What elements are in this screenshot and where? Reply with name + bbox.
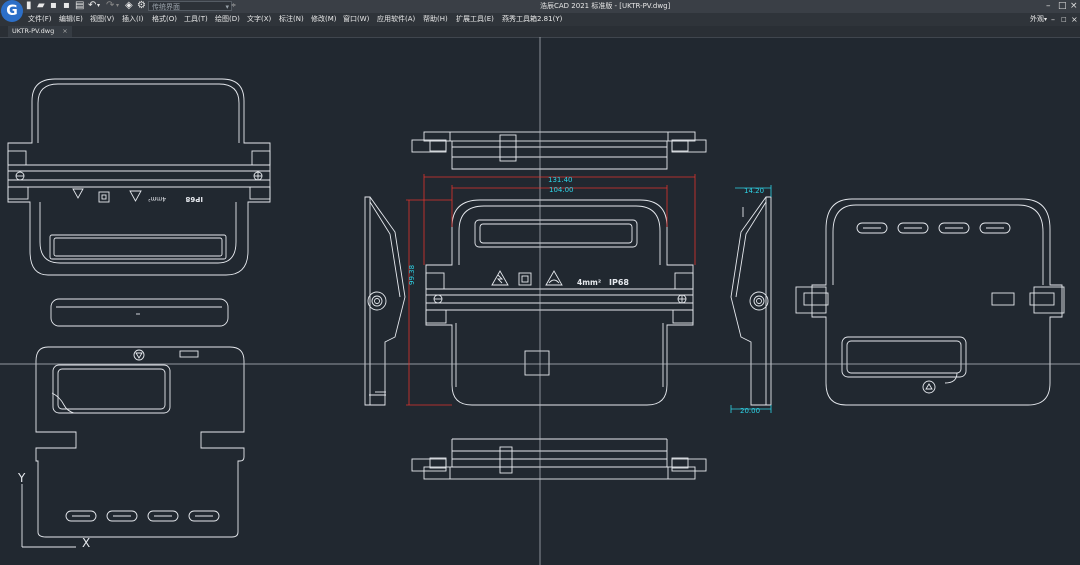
menu-window[interactable]: 窗口(W) <box>343 15 370 23</box>
red-dimension-lines <box>406 174 696 406</box>
right-inside-view-outline <box>795 198 1065 406</box>
front-view-ip-text: IP68 <box>609 278 629 287</box>
appearance-menu[interactable]: 外观▾ <box>1030 13 1047 26</box>
app-logo-icon[interactable]: G <box>1 0 23 22</box>
back-view-cross-section-text: 4mm² <box>147 195 166 202</box>
front-view-outline <box>425 199 694 406</box>
chevron-down-icon: ▾ <box>1044 16 1048 23</box>
close-icon[interactable]: × <box>62 27 68 35</box>
maximize-button[interactable]: □ <box>1058 1 1067 11</box>
menu-view[interactable]: 视图(V) <box>90 15 115 23</box>
print-icon[interactable]: ▤ <box>75 0 85 11</box>
menu-applications[interactable]: 应用软件(A) <box>377 15 416 23</box>
back-view-outline <box>7 78 271 276</box>
menu-modify[interactable]: 修改(M) <box>311 15 337 23</box>
ucs-icon <box>21 484 76 548</box>
dim-overall-width: 131.40 <box>548 176 573 184</box>
inside-view-outline <box>35 346 245 538</box>
right-side-view-outline <box>730 196 772 406</box>
chevron-down-icon: ▾ <box>225 3 229 11</box>
window-title: 浩辰CAD 2021 标准版 - [UKTR-PV.dwg] <box>540 2 671 10</box>
undo-dropdown-icon[interactable]: ▾ <box>97 2 101 9</box>
document-tab[interactable]: UKTR-PV.dwg × <box>8 26 72 37</box>
undo-icon[interactable]: ↶ <box>88 0 97 11</box>
dim-height: 99.38 <box>408 265 416 285</box>
drawing-canvas[interactable]: 4mm² IP68 <box>0 37 1080 565</box>
ucs-x-label: X <box>82 536 90 550</box>
doc-minimize-button[interactable]: – <box>1051 15 1055 24</box>
redo-dropdown-icon[interactable]: ▾ <box>116 2 120 9</box>
menu-extended-tools[interactable]: 扩展工具(E) <box>456 15 494 23</box>
new-file-icon[interactable]: ▮ <box>26 0 32 11</box>
menu-dimension[interactable]: 标注(N) <box>279 15 304 23</box>
menu-help[interactable]: 帮助(H) <box>423 15 448 23</box>
left-side-view-outline <box>364 196 406 406</box>
dim-side-top: 14.20 <box>744 187 764 195</box>
layer-icon[interactable]: ◈ <box>125 0 133 11</box>
appearance-label: 外观 <box>1030 15 1044 23</box>
top-view-outline <box>411 131 707 170</box>
menu-tools[interactable]: 工具(T) <box>184 15 208 23</box>
menu-text[interactable]: 文字(X) <box>247 15 272 23</box>
small-bar-view <box>50 298 229 327</box>
save-as-icon[interactable]: ▪ <box>63 0 70 11</box>
workspace-value: 传统界面 <box>152 3 180 11</box>
menu-bar: 文件(F) 编辑(E) 视图(V) 插入(I) 格式(O) 工具(T) 绘图(D… <box>0 13 1080 26</box>
menu-insert[interactable]: 插入(I) <box>122 15 144 23</box>
back-view-ip-text: IP68 <box>185 195 203 203</box>
quick-access-customize-icon[interactable]: ≑ <box>231 2 237 9</box>
dim-inner-width: 104.00 <box>549 186 574 194</box>
doc-restore-button[interactable]: □ <box>1061 16 1067 23</box>
title-bar: ▮ ▰ ▪ ▪ ▤ ↶ ▾ ↷ ▾ ◈ ⚙ 传统界面 ▾ ≑ 浩辰CAD 202… <box>0 0 1080 13</box>
ucs-y-label: Y <box>17 471 26 485</box>
open-file-icon[interactable]: ▰ <box>37 0 45 11</box>
minimize-button[interactable]: – <box>1046 1 1051 11</box>
menu-draw[interactable]: 绘图(D) <box>215 15 240 23</box>
dim-side-bottom: 20.00 <box>740 407 760 415</box>
menu-file[interactable]: 文件(F) <box>28 15 52 23</box>
document-tab-label: UKTR-PV.dwg <box>12 27 55 35</box>
workspace-select[interactable]: 传统界面 ▾ <box>148 1 232 11</box>
workspace-switch-icon[interactable]: ⚙ <box>137 0 146 11</box>
doc-close-button[interactable]: × <box>1071 15 1078 24</box>
save-icon[interactable]: ▪ <box>50 0 57 11</box>
close-button[interactable]: × <box>1070 1 1078 11</box>
front-view-cross-section-text: 4mm² <box>577 278 601 287</box>
menu-yanxiu-toolbox[interactable]: 燕秀工具箱2.81(Y) <box>502 15 563 23</box>
redo-icon[interactable]: ↷ <box>106 0 115 11</box>
cyan-dimension-lines <box>730 185 772 413</box>
bottom-view-outline <box>411 438 707 480</box>
menu-edit[interactable]: 编辑(E) <box>59 15 83 23</box>
menu-format[interactable]: 格式(O) <box>152 15 177 23</box>
